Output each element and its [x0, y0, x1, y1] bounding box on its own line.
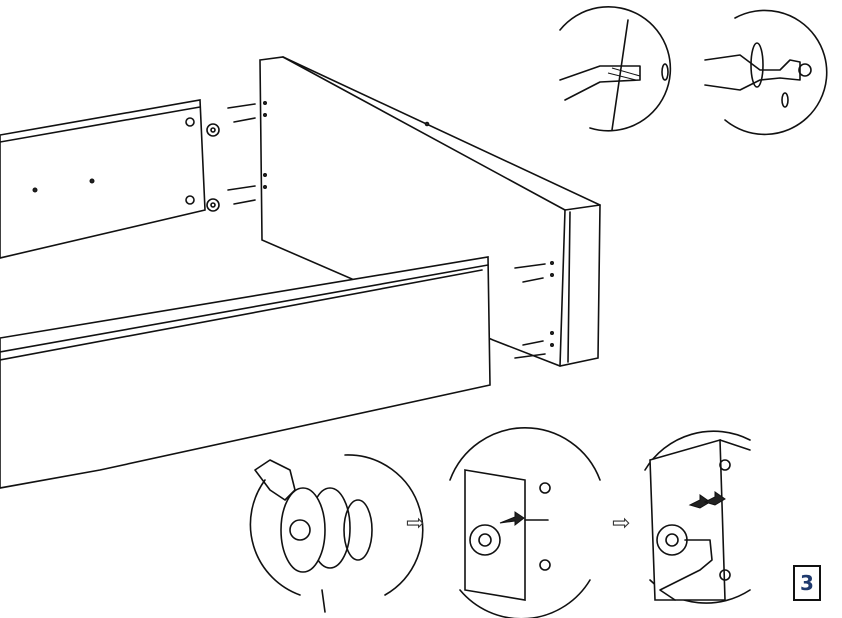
- left-panel: [0, 99, 206, 259]
- step-number-badge: 3: [793, 565, 821, 601]
- detail-screw-dowel: [704, 9, 828, 136]
- detail-insert-into-panel: [449, 427, 601, 618]
- outline-right-arrow-icon: ⇨: [406, 511, 425, 536]
- outline-right-arrow-icon: ⇨: [612, 511, 631, 536]
- detail-cam-insert: [249, 454, 424, 613]
- cam-fittings-left: [206, 103, 256, 212]
- back-panel: [259, 56, 601, 367]
- front-panel: [0, 256, 491, 489]
- detail-tighten-cam: [644, 430, 751, 604]
- dowels-right: [514, 263, 546, 359]
- detail-insert-dowel: [559, 6, 672, 132]
